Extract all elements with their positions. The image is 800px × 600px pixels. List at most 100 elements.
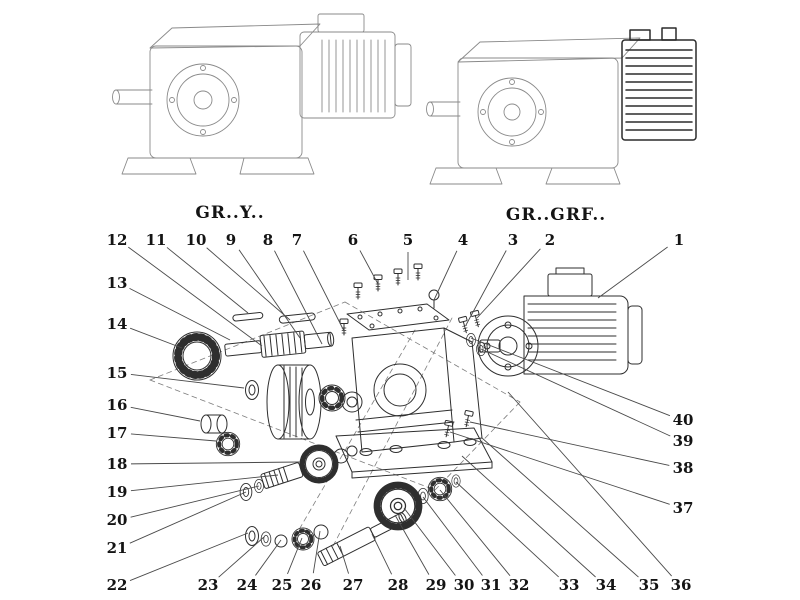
callout-leader-line-38: [469, 421, 670, 466]
callout-number-20: 20: [107, 511, 128, 529]
flange-bolt: [457, 315, 471, 335]
callout-number-16: 16: [107, 396, 128, 414]
gearbox-boss-inner: [176, 73, 230, 127]
cover-bolt: [353, 282, 363, 300]
callout-number-32: 32: [509, 576, 530, 594]
callout-number-36: 36: [671, 576, 692, 594]
callout-number-37: 37: [673, 499, 694, 517]
spacer-bushing: [200, 414, 228, 434]
callout-leader-line-6: [359, 250, 379, 285]
ball-bearing: [216, 432, 239, 455]
callout-leader-line-22: [129, 532, 249, 581]
callout-leader-line-32: [439, 489, 511, 577]
mounting-feet: [429, 167, 621, 185]
retaining-ring-inner: [346, 396, 358, 408]
right-variant-title: GR..GRF..: [506, 205, 606, 225]
motor-body: [299, 31, 396, 119]
callout-number-31: 31: [481, 576, 502, 594]
retaining-ring: [346, 445, 358, 457]
callout-leader-line-31: [422, 496, 483, 576]
output-shaft-assembly: [317, 474, 461, 567]
foot-bolt: [461, 409, 474, 429]
output-shaft: [115, 89, 153, 105]
callout-leader-line-17: [130, 433, 217, 442]
callout-leader-line-11: [166, 247, 249, 314]
terminal-box: [317, 13, 365, 33]
callout-leader-line-15: [130, 373, 245, 389]
key-large: [278, 312, 316, 324]
washer: [260, 531, 272, 547]
retaining-ring: [313, 524, 329, 540]
callout-leader-line-25: [287, 537, 303, 575]
exploded-view: [149, 263, 643, 567]
finned-adapter: [621, 27, 697, 141]
callout-leader-line-30: [403, 507, 456, 576]
callout-number-2: 2: [545, 231, 555, 249]
callout-number-25: 25: [272, 576, 293, 594]
callout-leader-line-24: [255, 539, 282, 576]
callout-leader-line-28: [371, 533, 393, 575]
callout-leader-line-16: [130, 406, 201, 422]
inspection-cover: [346, 303, 450, 331]
retaining-ring: [333, 448, 349, 464]
washer: [245, 526, 259, 546]
motor-body: [523, 295, 629, 375]
callout-leader-line-7: [303, 250, 345, 332]
callout-leader-line-19: [130, 474, 279, 492]
motor-fins: [321, 39, 386, 113]
callout-leader-line-8: [274, 250, 323, 345]
callout-number-22: 22: [107, 576, 128, 594]
callout-leader-line-40: [470, 337, 671, 417]
retaining-ring: [341, 391, 363, 413]
callout-number-30: 30: [454, 576, 475, 594]
output-shaft: [429, 101, 461, 117]
bolt-hole: [200, 129, 206, 135]
gearbox-boss: [477, 77, 547, 147]
callout-number-27: 27: [343, 576, 364, 594]
ring: [274, 534, 288, 548]
assembled-view-gr-grf: [426, 27, 697, 185]
callout-number-12: 12: [107, 231, 128, 249]
washer: [245, 380, 259, 400]
callout-number-33: 33: [559, 576, 580, 594]
callout-leader-line-14: [129, 327, 183, 349]
callout-leader-line-2: [476, 248, 541, 319]
bolt-hole: [480, 109, 486, 115]
bolt-hole: [538, 109, 544, 115]
motor-assembly: [477, 267, 643, 377]
cover-bolt: [393, 268, 403, 286]
ball-bearing: [319, 385, 345, 411]
callout-leader-line-9: [238, 249, 301, 339]
callout-number-29: 29: [426, 576, 447, 594]
callout-number-5: 5: [403, 231, 413, 249]
callout-number-3: 3: [508, 231, 518, 249]
spur-gear: [300, 445, 338, 483]
callout-leader-line-4: [433, 250, 458, 301]
gearbox-body: [457, 57, 619, 169]
ball-bearing: [428, 477, 451, 500]
countershaft-parts: [239, 445, 358, 501]
foot-slot: [389, 445, 403, 453]
callout-number-13: 13: [107, 274, 128, 292]
callout-number-9: 9: [226, 231, 236, 249]
input-shaft-assembly: [224, 311, 335, 358]
callout-leader-line-18: [130, 461, 301, 465]
callout-number-28: 28: [388, 576, 409, 594]
splined-shaft: [260, 462, 304, 489]
callout-leader-line-29: [394, 514, 430, 575]
gearbox-top-face: [457, 37, 641, 63]
terminal-box: [547, 273, 593, 297]
callout-leader-line-12: [128, 246, 263, 347]
callout-leader-line-3: [465, 250, 507, 326]
callout-leader-line-23: [218, 536, 265, 578]
callout-number-7: 7: [292, 231, 302, 249]
housing-feet: [335, 427, 493, 473]
output-shaft-end: [112, 89, 120, 105]
motor-flange: [477, 315, 539, 377]
callout-leader-line-20: [130, 485, 260, 518]
shaft-face: [327, 331, 335, 347]
breather-plug: [339, 318, 349, 336]
